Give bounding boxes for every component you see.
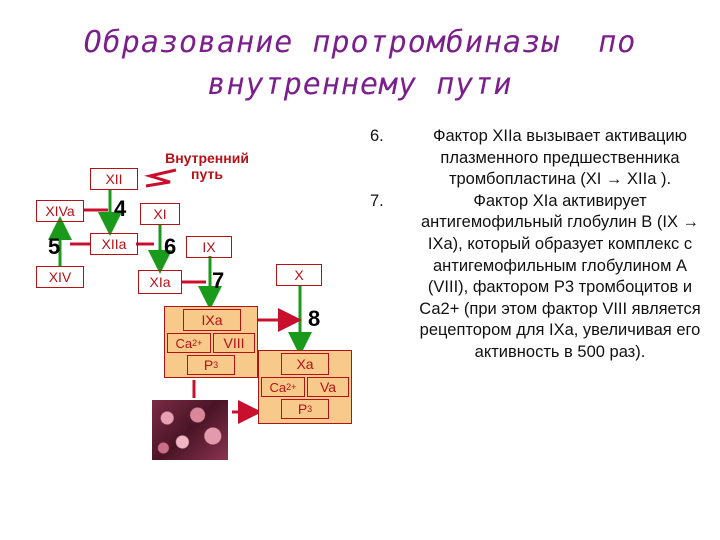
- node-xia: XIa: [138, 270, 182, 294]
- node-xii: XII: [90, 168, 138, 190]
- intrinsic-path-label: Внутренний путь: [165, 150, 249, 182]
- node-viii: VIII: [213, 333, 255, 353]
- title-line-2: внутреннему пути: [207, 67, 513, 102]
- zigzag-arrow: [144, 168, 177, 188]
- explanation-list: 6. Фактор XIIа вызывает активацию плазме…: [366, 126, 706, 364]
- node-va: Va: [307, 377, 349, 397]
- node-xiva: XIVa: [36, 200, 84, 222]
- step-5: 5: [48, 234, 61, 259]
- node-ix: IX: [186, 236, 232, 258]
- list-item-text: Фактор XIIа вызывает активацию плазменно…: [432, 127, 688, 189]
- node-xiv: XIV: [36, 266, 84, 288]
- step-8: 8: [308, 306, 321, 331]
- node-x: X: [276, 264, 322, 286]
- node-xiia: XIIa: [90, 233, 138, 255]
- list-item-number: 6.: [370, 127, 384, 145]
- step-4: 4: [114, 196, 127, 221]
- node-ixa: IXa: [183, 309, 241, 331]
- list-item-text: Фактор XIа активирует антигемофильный гл…: [419, 191, 701, 361]
- platelet-image: [152, 400, 228, 460]
- list-item: 7. Фактор XIа активирует антигемофильный…: [366, 191, 706, 364]
- node-xi: XI: [140, 203, 180, 225]
- step-7: 7: [212, 268, 225, 293]
- list-item-number: 7.: [370, 191, 384, 210]
- list-item: 6. Фактор XIIа вызывает активацию плазме…: [366, 126, 706, 191]
- node-xa: Xa: [281, 353, 329, 375]
- step-6: 6: [164, 234, 177, 259]
